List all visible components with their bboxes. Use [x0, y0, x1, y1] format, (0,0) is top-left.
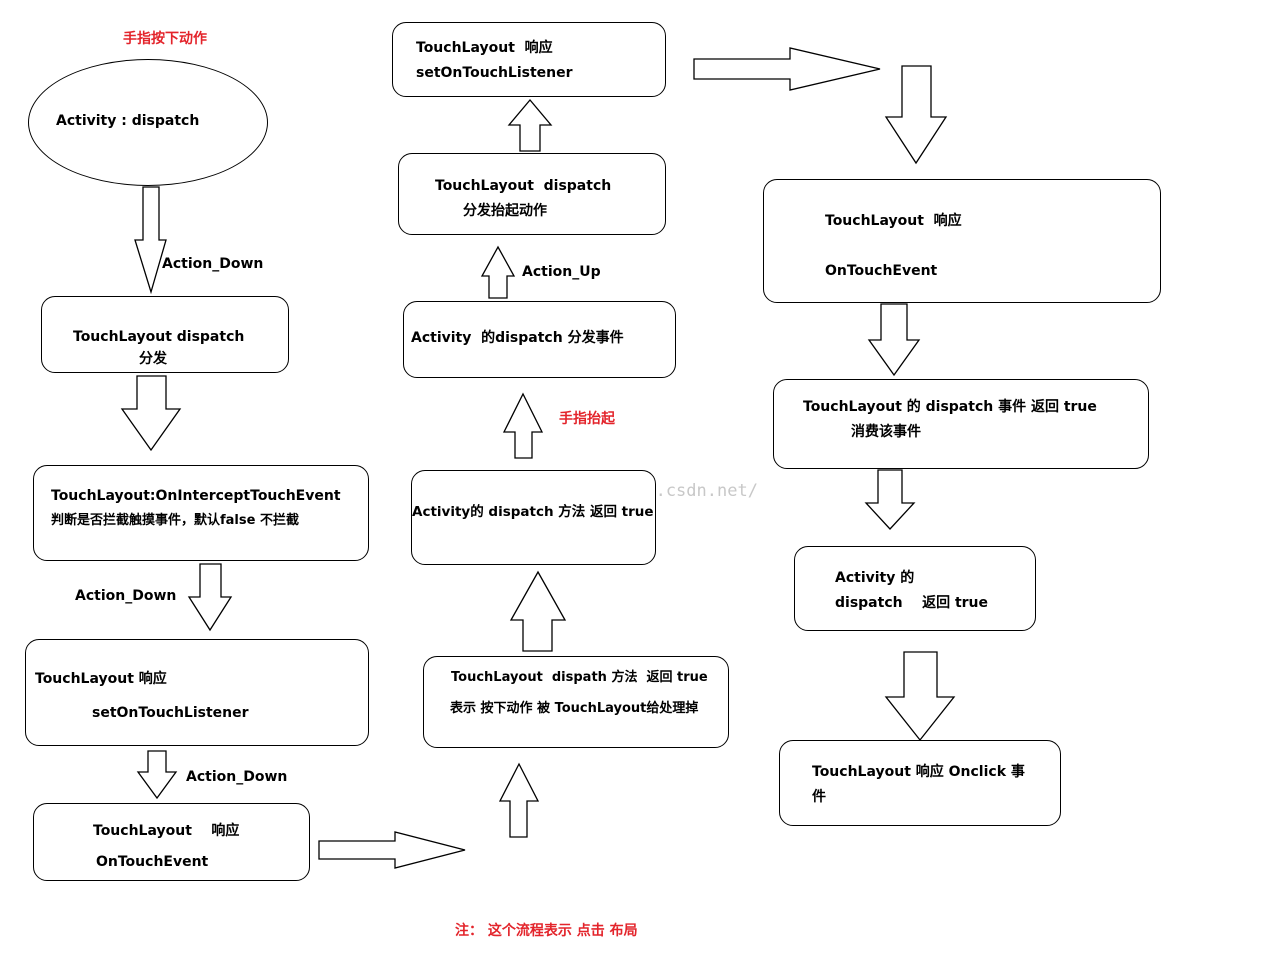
label-action-down-1: Action_Down — [162, 256, 264, 272]
arrow-up-finger-up — [502, 392, 544, 459]
arrow-down-activity-to-onclick — [884, 651, 956, 742]
node-tl-dispatch-consume — [773, 379, 1149, 469]
node-activity-dispatch-start-text: Activity : dispatch — [56, 113, 200, 129]
node-tl-listener-up-line1: TouchLayout 响应 — [416, 40, 553, 56]
arrow-down-dispatch-to-intercept — [120, 375, 182, 452]
node-tl-listener-down — [25, 639, 369, 746]
node-tl-onclick-line1: TouchLayout 响应 Onclick 事 — [812, 764, 1025, 780]
label-action-down-3: Action_Down — [186, 769, 288, 785]
arrow-down-to-ontouch-up — [884, 65, 948, 165]
node-tl-intercept-line2: 判断是否拦截触摸事件，默认false 不拦截 — [51, 513, 299, 528]
node-tl-dispatch-up-line2: 分发抬起动作 — [463, 203, 547, 219]
node-tl-listener-up-line2: setOnTouchListener — [416, 65, 573, 81]
node-tl-dispatch-consume-line1: TouchLayout 的 dispatch 事件 返回 true — [803, 399, 1097, 415]
arrow-right-listener-to-ontouch — [693, 47, 881, 91]
node-activity-dispatch-true-1 — [411, 470, 656, 565]
node-tl-onclick — [779, 740, 1061, 826]
node-tl-onclick-line2: 件 — [812, 789, 826, 805]
node-tl-intercept-line1: TouchLayout:OnInterceptTouchEvent — [51, 488, 341, 504]
node-activity-dispatch-true-2 — [794, 546, 1036, 631]
node-tl-dispatch-consume-line2: 消费该事件 — [851, 424, 921, 440]
node-tl-ontouch-up-line2: OnTouchEvent — [825, 263, 938, 279]
node-activity-dispatch-true-1-line1: Activity的 dispatch 方法 返回 true — [412, 504, 654, 520]
node-tl-dispatch-up-line1: TouchLayout dispatch — [435, 178, 612, 194]
label-action-up: Action_Up — [522, 264, 601, 280]
arrow-down-listener-to-ontouch — [136, 750, 178, 800]
finger-down-annotation: 手指按下动作 — [123, 31, 207, 47]
node-tl-ontouch-down — [33, 803, 310, 881]
node-tl-dispatch-down-line1: TouchLayout dispatch — [73, 329, 245, 345]
node-tl-dispatch-up — [398, 153, 666, 235]
finger-up-annotation: 手指抬起 — [559, 411, 615, 427]
node-activity-dispatch-true-2-line2: dispatch 返回 true — [835, 595, 989, 611]
arrow-down-intercept-to-listener — [187, 563, 233, 632]
arrow-up-to-dispath — [498, 762, 540, 838]
arrow-down-consume-to-activity — [864, 469, 916, 530]
arrow-down-activity-to-dispatch — [134, 186, 167, 295]
label-action-down-2: Action_Down — [75, 588, 177, 604]
node-activity-dispatch-up — [403, 301, 676, 378]
node-activity-dispatch-start — [28, 59, 268, 186]
arrow-up-dispath-to-activity — [509, 570, 567, 652]
node-tl-ontouch-down-line1: TouchLayout 响应 — [93, 823, 240, 839]
arrow-up-dispatch-to-listener — [507, 98, 553, 152]
node-tl-intercept — [33, 465, 369, 561]
note-annotation: 注： 这个流程表示 点击 布局 — [455, 923, 638, 939]
node-tl-dispath-true-line1: TouchLayout dispath 方法 返回 true — [451, 670, 708, 685]
arrow-up-action-up — [480, 245, 516, 299]
node-tl-dispath-true — [423, 656, 729, 748]
arrow-right-ontouch-to-dispath — [318, 831, 466, 869]
node-activity-dispatch-up-line1: Activity 的dispatch 分发事件 — [411, 330, 624, 346]
node-tl-ontouch-up — [763, 179, 1161, 303]
node-tl-dispath-true-line2: 表示 按下动作 被 TouchLayout给处理掉 — [450, 701, 699, 716]
node-activity-dispatch-true-2-line1: Activity 的 — [835, 570, 915, 586]
node-tl-listener-down-line1: TouchLayout 响应 — [35, 671, 167, 687]
node-tl-dispatch-down-line2: 分发 — [139, 351, 167, 367]
node-tl-dispatch-down — [41, 296, 289, 373]
node-tl-listener-up — [392, 22, 666, 97]
arrow-down-ontouch-to-consume — [867, 303, 921, 377]
node-tl-listener-down-line2: setOnTouchListener — [92, 705, 249, 721]
node-tl-ontouch-down-line2: OnTouchEvent — [96, 854, 209, 870]
node-tl-ontouch-up-line1: TouchLayout 响应 — [825, 213, 962, 229]
